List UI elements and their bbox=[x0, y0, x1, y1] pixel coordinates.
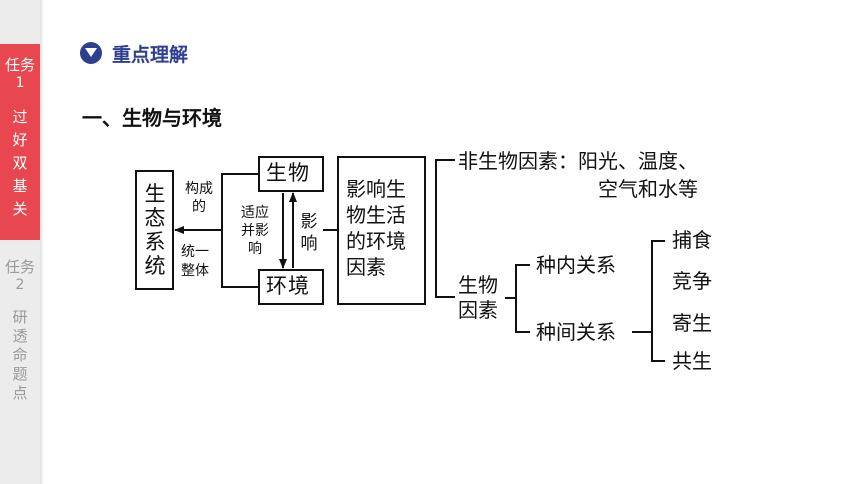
biotic-line1: 生物 bbox=[458, 273, 498, 297]
relation-compete: 竞争 bbox=[672, 269, 712, 293]
relation-parasite: 寄生 bbox=[672, 311, 712, 335]
biotic-line2: 因素 bbox=[458, 298, 498, 322]
abiotic-line2: 空气和水等 bbox=[598, 177, 698, 201]
unify-label: 统一整体 bbox=[181, 244, 209, 279]
influence-label: 影响 bbox=[300, 212, 318, 254]
compose-label: 构成的 bbox=[185, 181, 213, 215]
factors-label: 影响生物生活的环境因素 bbox=[346, 177, 406, 279]
task-1-title: 任务 bbox=[4, 56, 35, 74]
ecosystem-label: 生态系统 bbox=[144, 182, 166, 278]
task-2-title: 任务 bbox=[4, 258, 35, 276]
adapt-label: 适应并影响 bbox=[241, 205, 269, 257]
chevron-down-circle-icon bbox=[80, 42, 102, 64]
biotic-bracket bbox=[515, 264, 530, 333]
inter-label: 种间关系 bbox=[536, 320, 616, 344]
task-2-number: 2 bbox=[15, 277, 25, 293]
sidebar-task-1[interactable]: 任务 1 过好双基关 bbox=[0, 44, 40, 240]
intra-label: 种内关系 bbox=[536, 253, 616, 277]
relation-mutual: 共生 bbox=[672, 349, 712, 373]
heading-text: 重点理解 bbox=[112, 43, 189, 66]
task-1-label: 过好双基关 bbox=[12, 108, 28, 218]
sidebar-task-2[interactable]: 任务 2 研透命题点 bbox=[0, 258, 40, 438]
ecosystem-box bbox=[135, 170, 174, 290]
organism-label: 生物 bbox=[266, 161, 310, 185]
task-2-label: 研透命题点 bbox=[12, 308, 28, 402]
factors-bracket bbox=[435, 159, 455, 298]
abiotic-line1: 非生物因素：阳光、温度、 bbox=[458, 149, 698, 173]
relation-prey: 捕食 bbox=[672, 228, 712, 252]
environment-label: 环境 bbox=[266, 274, 310, 298]
section-heading: 重点理解 bbox=[80, 40, 188, 66]
sidebar: 任务 1 过好双基关 任务 2 研透命题点 bbox=[0, 0, 40, 484]
sidebar-shadow bbox=[40, 0, 44, 484]
task-1-number: 1 bbox=[15, 75, 25, 91]
section-title: 一、生物与环境 bbox=[82, 106, 222, 130]
relations-bracket bbox=[651, 240, 665, 362]
